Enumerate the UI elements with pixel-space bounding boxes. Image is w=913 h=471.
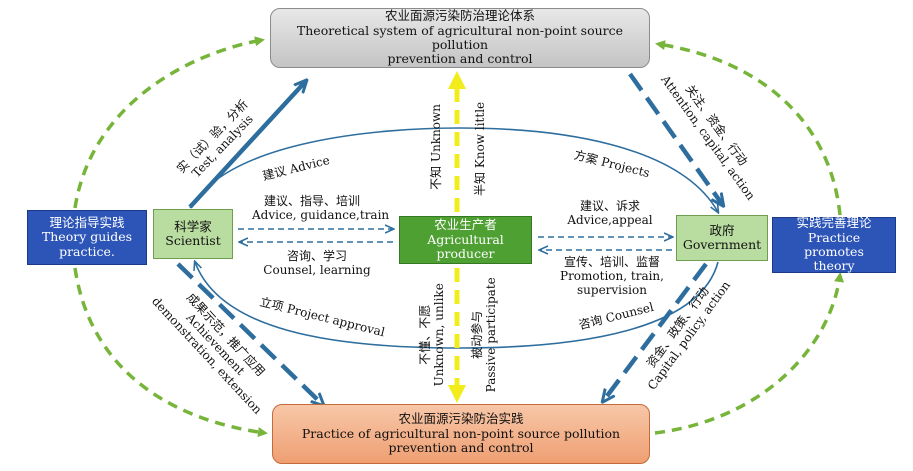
- arrow-scientist-to-practice: [176, 262, 322, 404]
- label-advice-appeal-zh: 建议、诉求: [579, 199, 640, 213]
- label-unknown-unlike-en: Unknown, unlike: [432, 283, 446, 387]
- theory-guides-en: Theory guides practice.: [41, 229, 133, 259]
- theory-guides-practice-box: 理论指导实践 Theory guides practice.: [27, 210, 147, 265]
- scientist-zh: 科学家: [174, 218, 212, 234]
- practice-en-2: prevention and control: [388, 440, 534, 456]
- theory-system-zh: 农业面源污染防治理论体系: [384, 8, 535, 24]
- label-producer-to-scientist: 咨询、学习 Counsel, learning: [262, 249, 372, 278]
- ellipse-bottom-arc: [195, 262, 719, 349]
- label-unknown-unlike: 不懂、不愿 Unknown, unlike: [418, 280, 447, 390]
- practice-zh: 农业面源污染防治实践: [398, 411, 524, 427]
- scientist-en: Scientist: [165, 233, 221, 248]
- label-promotion-en-1: Promotion, train,: [560, 268, 664, 283]
- label-know-little: 半知 Know little: [473, 101, 488, 196]
- producer-zh: 农业生产者: [434, 217, 497, 233]
- label-producer-to-scientist-zh: 咨询、学习: [286, 249, 347, 263]
- government-box: 政府 Government: [676, 215, 768, 261]
- label-passive-zh: 被动参与: [470, 310, 485, 359]
- label-advice-appeal: 建议、诉求 Advice,appeal: [560, 199, 660, 228]
- theory-system-en-2: prevention and control: [387, 51, 533, 67]
- label-advice-appeal-en: Advice,appeal: [567, 212, 653, 227]
- scientist-box: 科学家 Scientist: [153, 209, 233, 259]
- government-en: Government: [682, 237, 762, 252]
- practice-promotes-theory-box: 实践完善理论 Practice promotes theory: [772, 215, 896, 274]
- label-unknown-unlike-zh: 不懂、不愿: [418, 304, 433, 365]
- producer-en: Agricultural producer: [427, 231, 504, 262]
- green-loop-left-bottom: [73, 267, 268, 438]
- practice-box: 农业面源污染防治实践 Practice of agricultural non-…: [272, 404, 650, 464]
- practice-en-1: Practice of agricultural non-point sourc…: [301, 425, 621, 441]
- practice-promotes-zh: 实践完善理论: [796, 215, 872, 231]
- agricultural-producer-box: 农业生产者 Agricultural producer: [399, 216, 532, 264]
- label-scientist-to-producer-zh: 建议、指导、培训: [263, 194, 360, 208]
- theory-system-en-1: Theoretical system of agricultural non-p…: [296, 22, 624, 52]
- arrow-theory-to-government: [628, 72, 722, 204]
- green-loop-right-top: [655, 40, 842, 216]
- label-promotion-en-2: supervision: [577, 282, 647, 297]
- label-promotion-zh: 宣传、培训、监督: [563, 255, 660, 269]
- label-passive-participate: 被动参与 Passive participate: [470, 275, 499, 395]
- label-scientist-to-producer-en: Advice, guidance,train: [252, 207, 390, 222]
- label-unknown: 不知 Unknown: [429, 103, 444, 190]
- ellipse-top-arc: [189, 127, 718, 212]
- green-loop-left-top: [73, 36, 265, 209]
- theory-guides-zh: 理论指导实践: [49, 214, 125, 230]
- green-loop-right-bottom: [654, 272, 845, 435]
- label-promotion: 宣传、培训、监督 Promotion, train, supervision: [550, 255, 674, 297]
- label-passive-en: Passive participate: [484, 277, 498, 393]
- label-scientist-to-producer: 建议、指导、培训 Advice, guidance,train: [252, 194, 390, 223]
- practice-promotes-en: Practice promotes theory: [804, 229, 864, 274]
- arrow-scientist-to-theory: [188, 82, 305, 209]
- label-producer-to-scientist-en: Counsel, learning: [263, 262, 371, 277]
- theory-system-box: 农业面源污染防治理论体系 Theoretical system of agric…: [270, 8, 650, 68]
- government-zh: 政府: [709, 222, 735, 238]
